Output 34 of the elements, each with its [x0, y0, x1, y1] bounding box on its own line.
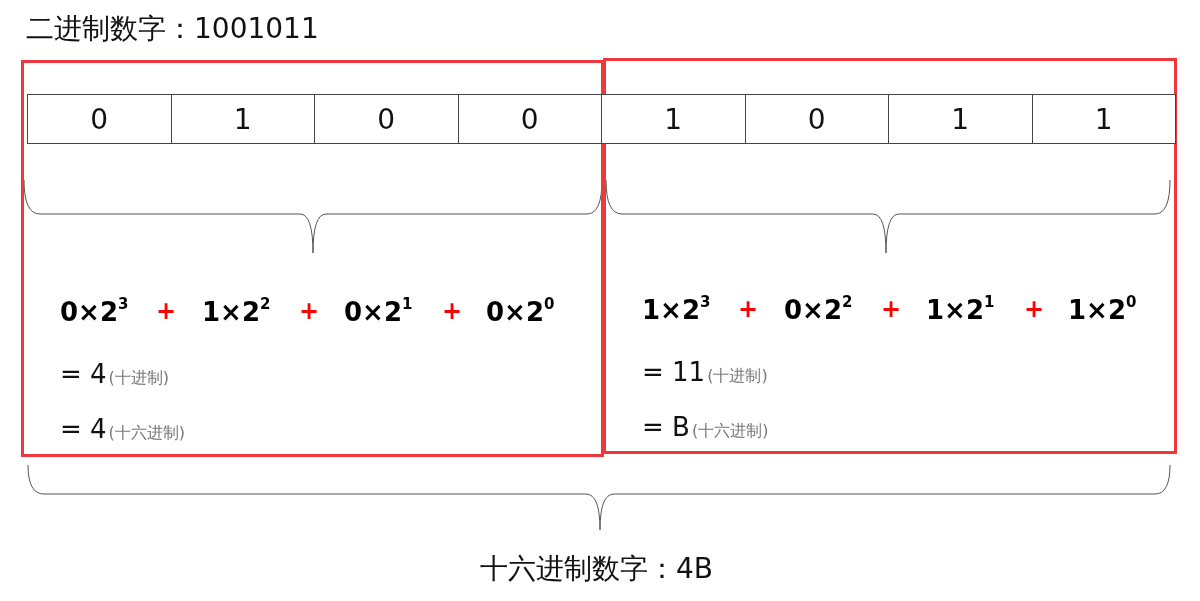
- bit-cell: 0: [27, 94, 172, 144]
- group-frame: [603, 58, 1177, 454]
- formula-term: 1×2$^{0}$: [1068, 293, 1137, 325]
- result-value: = B: [642, 412, 690, 442]
- bit-cell: 1: [601, 94, 746, 144]
- formula-term: 0×2$^{1}$: [344, 295, 413, 327]
- formula-term: 1×2$^{1}$: [926, 293, 995, 325]
- plus-sign: +: [299, 297, 320, 325]
- base-note: (十六进制): [691, 421, 769, 440]
- base-note: (十进制): [108, 368, 170, 387]
- base-note: (十进制): [707, 366, 768, 385]
- plus-sign: +: [156, 297, 177, 325]
- bit-cell: 0: [744, 94, 889, 144]
- formula-term: 0×2$^{2}$: [784, 293, 853, 325]
- result-value: = 4: [60, 359, 107, 389]
- base-note: (十六进制): [108, 423, 186, 442]
- bit-cell: 0: [314, 94, 459, 144]
- bit-cell: 1: [170, 94, 315, 144]
- formula-term: 1×2$^{3}$: [642, 293, 711, 325]
- plus-sign: +: [738, 295, 759, 323]
- bit-cell: 1: [888, 94, 1033, 144]
- title: 二进制数字：1001011: [26, 11, 319, 47]
- bit-cell: 0: [457, 94, 602, 144]
- plus-sign: +: [1024, 295, 1045, 323]
- result-value: = 4: [60, 414, 107, 444]
- formula-term: 0×2$^{3}$: [60, 295, 129, 327]
- plus-sign: +: [881, 295, 902, 323]
- result-value: = 11: [642, 357, 706, 387]
- formula-term: 0×2$^{0}$: [486, 295, 555, 327]
- caption: 十六进制数字：4B: [480, 551, 714, 587]
- bit-cell: 1: [1031, 94, 1176, 144]
- formula-term: 1×2$^{2}$: [202, 295, 271, 327]
- plus-sign: +: [442, 297, 463, 325]
- group-frame: [21, 60, 604, 457]
